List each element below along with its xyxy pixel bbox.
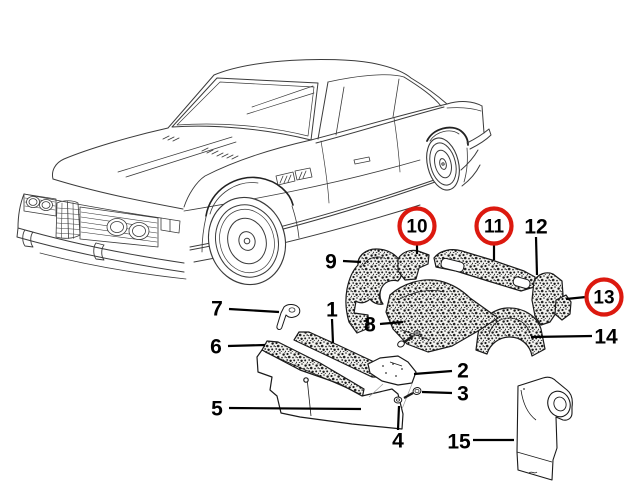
callout-6[interactable]: 6 bbox=[210, 336, 222, 359]
leader-line-2 bbox=[413, 369, 453, 376]
part-3-screw bbox=[403, 387, 422, 400]
part-14-detail bbox=[488, 317, 531, 335]
car-hood-vent-hatch bbox=[162, 135, 239, 160]
callout-5[interactable]: 5 bbox=[211, 398, 223, 421]
car-trunk-line bbox=[446, 101, 483, 107]
car-quarter-crease bbox=[446, 107, 482, 112]
car-rear-wheel-arch-inner bbox=[429, 130, 460, 142]
leader-line-14 bbox=[530, 334, 593, 339]
car-left-fender-top bbox=[52, 127, 169, 180]
car-front-wheel-arch-inner bbox=[209, 182, 259, 215]
leader-line-12 bbox=[534, 236, 539, 276]
highlight-ring-13 bbox=[584, 277, 624, 317]
part-11-hole-left bbox=[440, 257, 465, 273]
highlight-ring-11 bbox=[474, 206, 514, 246]
leader-line-5 bbox=[228, 406, 362, 411]
car-window-dividers bbox=[335, 78, 400, 136]
highlight-ring-10 bbox=[397, 206, 437, 246]
insulation-parts bbox=[256, 248, 573, 481]
callout-10[interactable]: 10 bbox=[406, 217, 427, 238]
part-10-insulation-piece bbox=[397, 249, 430, 281]
car-side-crease bbox=[183, 159, 421, 212]
car-rear-wheel-arch bbox=[426, 126, 469, 146]
car-windshield-reflections bbox=[246, 85, 315, 115]
car-right-grille-headlights bbox=[79, 206, 159, 248]
car-door-handle bbox=[353, 156, 371, 165]
car-windshield bbox=[171, 77, 319, 141]
car-side-glass-sill bbox=[310, 103, 448, 144]
callout-9[interactable]: 9 bbox=[325, 251, 337, 274]
car-front-bumper bbox=[16, 227, 187, 280]
leader-line-3 bbox=[421, 390, 453, 395]
callout-15[interactable]: 15 bbox=[447, 431, 471, 454]
callout-2[interactable]: 2 bbox=[457, 360, 469, 383]
car-tail-edge bbox=[481, 105, 485, 134]
callout-1[interactable]: 1 bbox=[326, 299, 338, 322]
car-fender-vent-trim bbox=[275, 167, 313, 186]
car-kidney-grille bbox=[55, 200, 81, 239]
part-9-detail bbox=[362, 256, 384, 305]
car-front-fender-edge bbox=[17, 193, 25, 229]
part-4-nut bbox=[393, 396, 403, 404]
car-rear-valance bbox=[463, 147, 468, 183]
car-roof-inner-edge bbox=[327, 74, 405, 83]
car-left-grille-headlights bbox=[23, 193, 57, 217]
callout-14[interactable]: 14 bbox=[594, 326, 618, 349]
car-front-fender-lines bbox=[201, 205, 300, 253]
car-c-pillar bbox=[403, 76, 442, 107]
part-11-hole-right bbox=[512, 276, 531, 289]
car-front-wheel-arch bbox=[205, 176, 294, 217]
callout-13[interactable]: 13 bbox=[593, 288, 614, 309]
car-front-upper-trim bbox=[23, 193, 162, 219]
part-11-rear-panel-insulation bbox=[433, 249, 536, 292]
part-8-screw bbox=[397, 330, 421, 348]
leader-line-4 bbox=[396, 405, 401, 431]
leader-line-13 bbox=[565, 295, 587, 301]
part-9-wheel-arch-insulation-left bbox=[345, 248, 403, 334]
leader-line-9 bbox=[342, 259, 362, 264]
car-roof-outline bbox=[167, 58, 448, 129]
part-7-clip bbox=[276, 304, 301, 330]
part-13-insulation-piece bbox=[554, 294, 572, 321]
car-rear-bumper bbox=[466, 128, 492, 150]
callout-8[interactable]: 8 bbox=[364, 314, 376, 337]
callout-4[interactable]: 4 bbox=[392, 430, 404, 453]
car-cowl-side bbox=[183, 139, 312, 208]
car-front-wheel bbox=[207, 196, 287, 286]
callout-3[interactable]: 3 bbox=[457, 383, 469, 406]
callout-7[interactable]: 7 bbox=[211, 298, 223, 321]
callout-12[interactable]: 12 bbox=[524, 216, 547, 239]
car-hood-creases bbox=[117, 136, 237, 178]
car-rear-wheel bbox=[426, 137, 460, 191]
car-hood-front-edge bbox=[52, 178, 184, 210]
car-illustration bbox=[16, 58, 492, 286]
part-2-plate bbox=[367, 355, 417, 386]
leader-line-8 bbox=[379, 320, 404, 326]
part-15-insulation-mat-roll bbox=[516, 376, 573, 481]
car-windshield-trim bbox=[176, 81, 315, 137]
callout-11[interactable]: 11 bbox=[484, 217, 505, 238]
leader-line-1 bbox=[330, 318, 335, 344]
car-door-shutlines bbox=[320, 117, 401, 204]
leader-line-7 bbox=[228, 307, 280, 314]
leader-line-6 bbox=[227, 343, 266, 348]
car-b-pillar bbox=[317, 81, 329, 140]
car-turn-signal bbox=[160, 217, 181, 234]
